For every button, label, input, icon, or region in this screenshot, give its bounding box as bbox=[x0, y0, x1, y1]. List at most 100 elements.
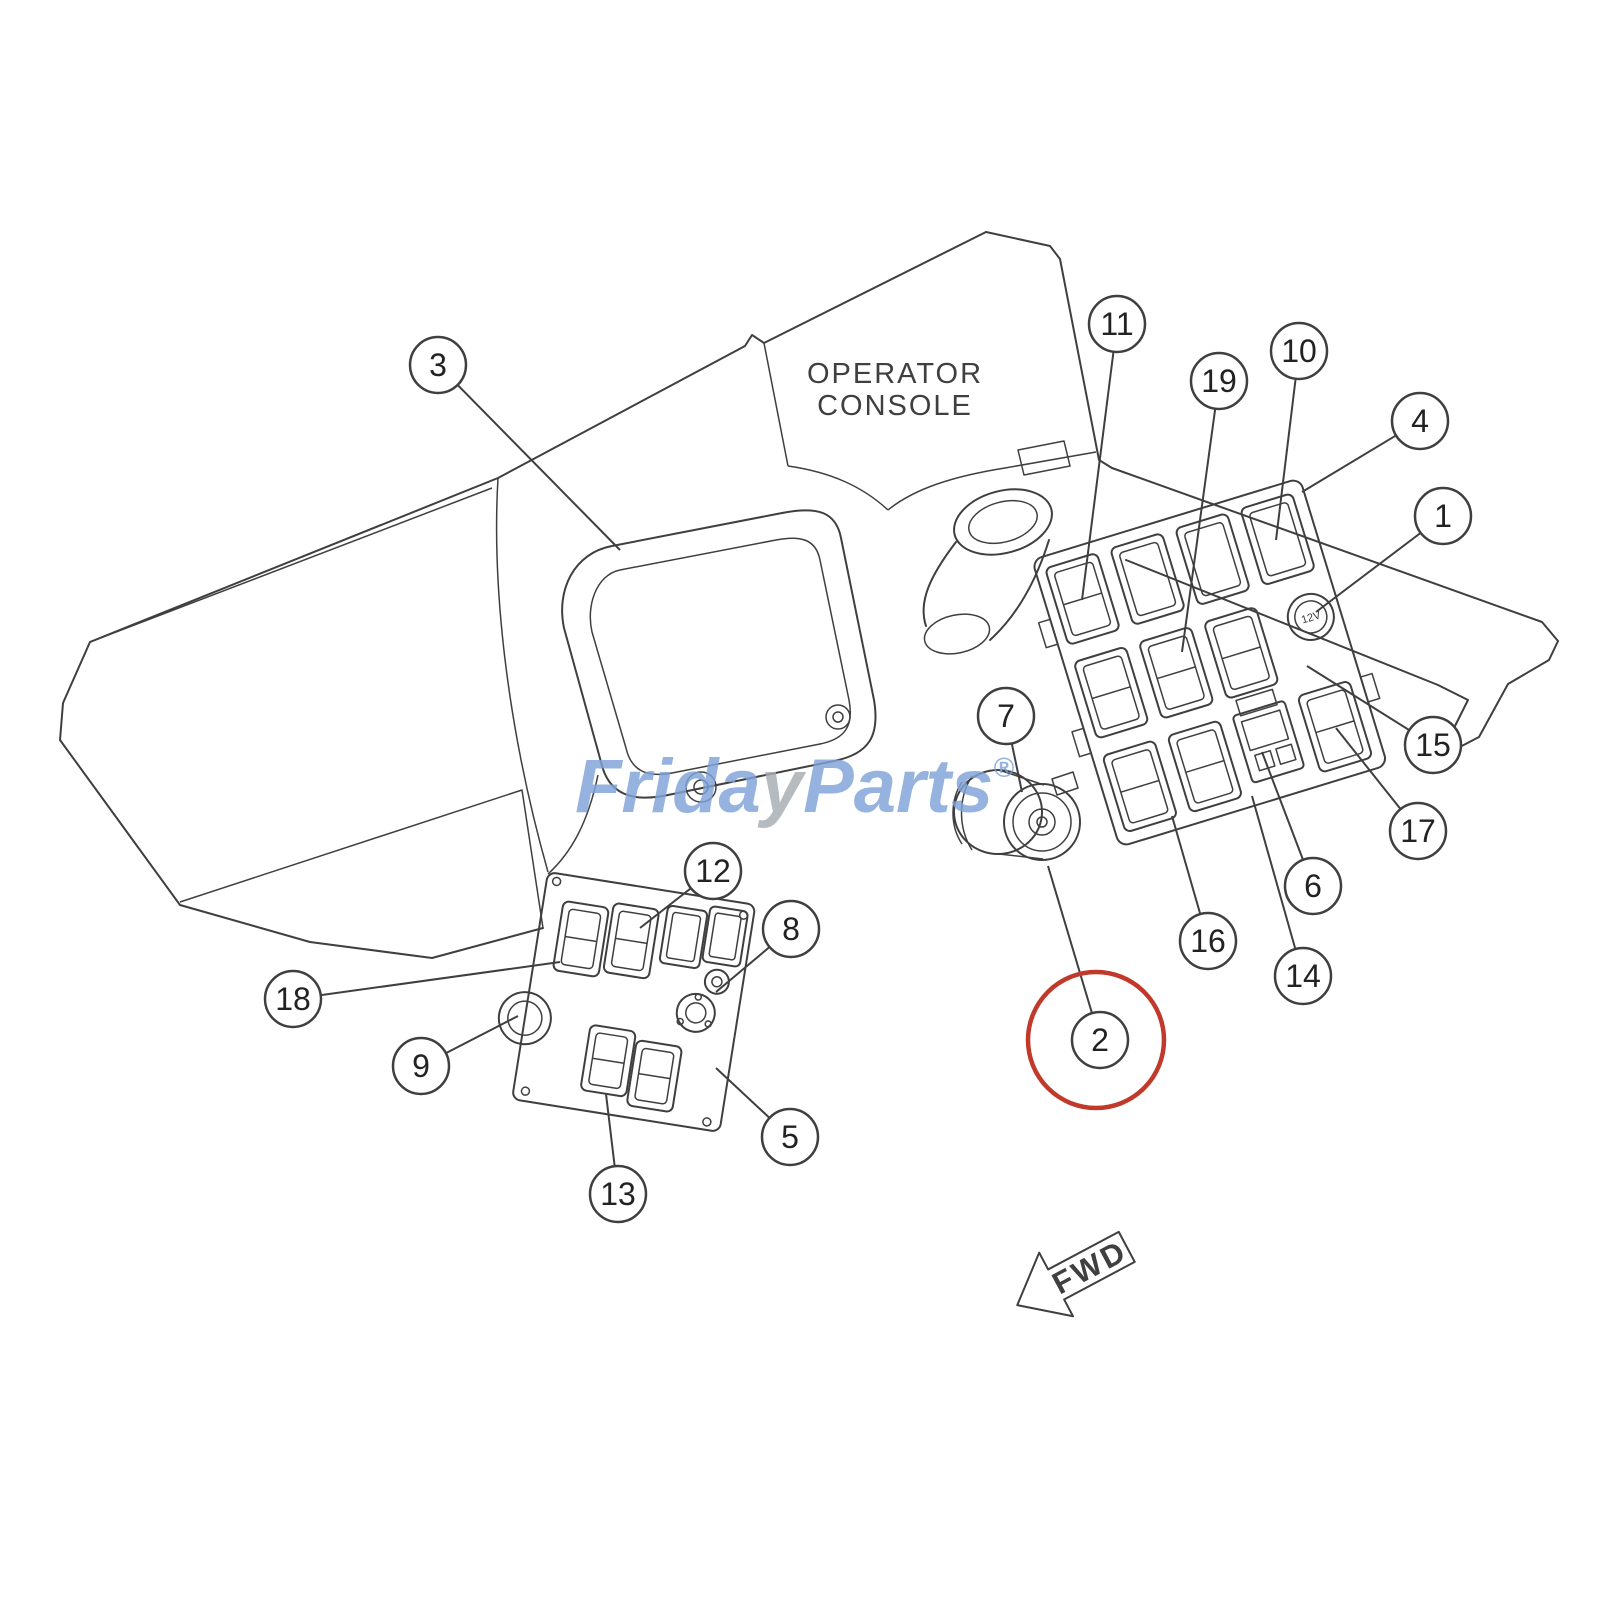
callout-number-2: 2 bbox=[1091, 1022, 1109, 1058]
callout-19: 19 bbox=[1181, 351, 1249, 653]
power-outlet-12v: 12V bbox=[1286, 592, 1335, 641]
callout-circle-19 bbox=[1189, 351, 1249, 411]
panel-screw bbox=[551, 876, 562, 887]
switch-row-2 bbox=[1074, 607, 1279, 739]
right-support-arm bbox=[1111, 467, 1559, 750]
rocker-switch bbox=[1102, 740, 1177, 832]
callout-7: 7 bbox=[976, 686, 1036, 793]
callout-leader-14 bbox=[1251, 795, 1304, 977]
callout-6: 6 bbox=[1261, 751, 1343, 916]
rocker-switch bbox=[580, 1024, 637, 1098]
callout-4: 4 bbox=[1301, 391, 1450, 493]
lower-switch-panel bbox=[497, 872, 756, 1132]
callout-circle-6 bbox=[1283, 856, 1343, 916]
callout-number-18: 18 bbox=[275, 981, 311, 1017]
callout-number-9: 9 bbox=[412, 1048, 430, 1084]
callout-17: 17 bbox=[1335, 727, 1448, 861]
round-connector-small bbox=[703, 968, 730, 995]
panel-tab bbox=[1071, 727, 1092, 758]
bezel-screw bbox=[825, 704, 851, 730]
callout-circle-4 bbox=[1390, 391, 1450, 451]
callout-circle-8 bbox=[761, 899, 821, 959]
rocker-switch bbox=[1297, 681, 1373, 773]
callout-number-6: 6 bbox=[1304, 868, 1322, 904]
rocker-switch bbox=[1045, 553, 1120, 645]
rocker-switch bbox=[1167, 720, 1242, 813]
callout-circle-18 bbox=[263, 969, 323, 1029]
callout-circle-14 bbox=[1273, 946, 1333, 1006]
panel-screw bbox=[520, 1086, 531, 1096]
callout-number-17: 17 bbox=[1400, 813, 1436, 849]
watermark-part3: Parts bbox=[803, 744, 993, 829]
callout-circle-3 bbox=[408, 335, 468, 395]
callout-circle-11 bbox=[1087, 294, 1147, 354]
callout-circle-5 bbox=[760, 1107, 820, 1167]
rocker-switch bbox=[552, 900, 610, 978]
callout-number-14: 14 bbox=[1285, 958, 1321, 994]
callout-circle-10 bbox=[1269, 321, 1329, 381]
operator-console-label: OPERATOR CONSOLE bbox=[807, 358, 983, 422]
callout-14: 14 bbox=[1251, 795, 1333, 1006]
column-funnel bbox=[922, 440, 1071, 655]
fwd-arrow-shape bbox=[1016, 1230, 1136, 1318]
round-connector-large bbox=[675, 992, 716, 1033]
power-outlet-label: 12V bbox=[1300, 609, 1323, 626]
callout-16: 16 bbox=[1171, 815, 1238, 971]
callout-leader-2 bbox=[1047, 865, 1101, 1041]
callout-circle-2 bbox=[1070, 1010, 1130, 1070]
fwd-arrow: FWD bbox=[1016, 1230, 1136, 1318]
callout-12: 12 bbox=[639, 841, 743, 929]
callout-9: 9 bbox=[391, 1015, 519, 1096]
switch-row-3 bbox=[1102, 681, 1373, 832]
callout-8: 8 bbox=[715, 899, 821, 993]
title-line-2: CONSOLE bbox=[817, 390, 973, 422]
callout-leader-18 bbox=[292, 961, 561, 1000]
callout-number-13: 13 bbox=[600, 1176, 636, 1212]
bezel-knob bbox=[685, 771, 717, 803]
callout-number-16: 16 bbox=[1190, 923, 1226, 959]
callout-number-15: 15 bbox=[1415, 727, 1451, 763]
callout-circle-16 bbox=[1178, 911, 1238, 971]
callout-leader-3 bbox=[437, 364, 621, 551]
display-bezel bbox=[547, 509, 877, 875]
callout-number-11: 11 bbox=[1100, 306, 1133, 342]
callout-leader-11 bbox=[1081, 323, 1118, 601]
rocker-switch bbox=[1204, 607, 1279, 699]
panel-tab bbox=[1359, 672, 1381, 703]
callout-circle-13 bbox=[588, 1164, 648, 1224]
watermark-part1: Frida bbox=[575, 744, 761, 829]
callout-circle-17 bbox=[1388, 801, 1448, 861]
callout-11: 11 bbox=[1081, 294, 1147, 601]
rocker-switch bbox=[602, 902, 660, 980]
callout-circle-1 bbox=[1413, 486, 1473, 546]
fwd-label: FWD bbox=[1047, 1233, 1134, 1301]
console-outline bbox=[59, 231, 1559, 959]
callout-circle-7 bbox=[976, 686, 1036, 746]
rocker-switch bbox=[1074, 646, 1149, 739]
callout-1: 1 bbox=[1315, 486, 1473, 613]
callout-number-10: 10 bbox=[1281, 333, 1317, 369]
callout-number-8: 8 bbox=[782, 911, 800, 947]
callout-leader-19 bbox=[1181, 380, 1220, 653]
callout-3: 3 bbox=[408, 335, 621, 551]
callout-number-5: 5 bbox=[781, 1119, 799, 1155]
title-line-1: OPERATOR bbox=[807, 358, 983, 390]
callout-number-7: 7 bbox=[997, 698, 1015, 734]
lighter-plug bbox=[952, 769, 1081, 861]
rocker-switch bbox=[1139, 627, 1214, 719]
callout-leader-10 bbox=[1275, 350, 1300, 541]
watermark-part2: y bbox=[757, 744, 807, 829]
watermark-registered: ® bbox=[993, 752, 1014, 783]
callout-number-4: 4 bbox=[1411, 403, 1429, 439]
callout-5: 5 bbox=[715, 1067, 820, 1167]
switch-slot bbox=[1110, 533, 1185, 625]
rocker-switch bbox=[626, 1039, 683, 1113]
callout-number-1: 1 bbox=[1434, 498, 1452, 534]
round-gauge bbox=[497, 991, 552, 1046]
panel-tab bbox=[1037, 618, 1059, 649]
panel-screw bbox=[702, 1117, 712, 1127]
right-switch-panel: 12V bbox=[1033, 479, 1386, 846]
